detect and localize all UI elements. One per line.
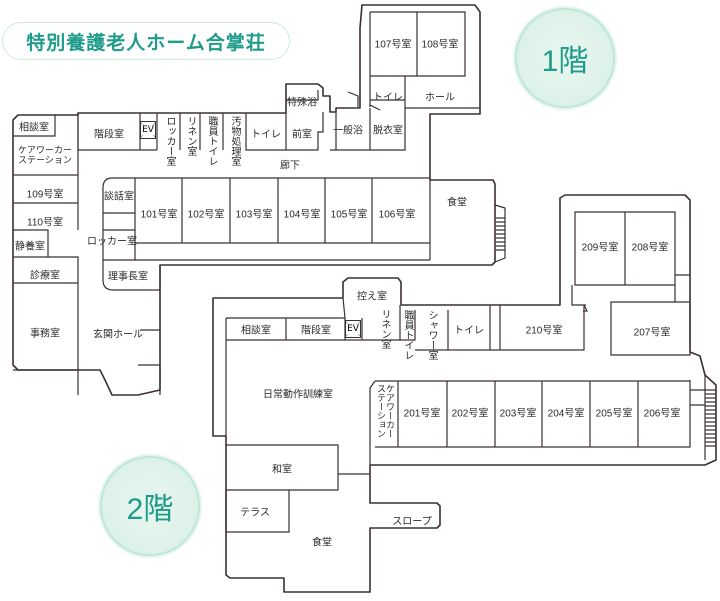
room-1f-locker-2: ロッカー室 [87,236,137,248]
room-2f-shower: シャワー室 [426,310,437,360]
room-1f-rest: 静養室 [15,241,45,253]
room-1f-general-bath: 一般浴 [333,125,363,137]
room-106: 106号室 [378,209,416,221]
room-209: 209号室 [581,242,619,254]
room-2f-japanese: 和室 [272,464,292,476]
room-1f-toilet: トイレ [251,129,281,141]
room-109: 109号室 [26,189,64,201]
room-1f-exam: 診療室 [30,270,60,282]
room-1f-linen: リネン室 [185,116,196,156]
room-201: 201号室 [403,408,441,420]
room-1f-stairs: 階段室 [94,129,124,141]
room-2f-waiting: 控え室 [357,291,387,303]
room-2f-training: 日常動作訓練室 [263,389,333,401]
room-108: 108号室 [421,39,459,51]
facility-title-text: 特別養護老人ホーム合掌荘 [26,31,266,54]
room-1f-consult: 相談室 [19,122,49,134]
floor-2-outline [212,194,717,593]
room-2f-dining: 食堂 [312,537,332,549]
room-1f-soiled: 汚物処理室 [229,116,240,166]
room-1f-dressing: 脱衣室 [373,125,403,137]
floor-2-badge: 2階 [102,458,198,554]
room-205: 205号室 [595,408,633,420]
room-2f-toilet: トイレ [454,325,484,337]
room-103: 103号室 [235,209,273,221]
room-1f-corridor: 廊下 [280,160,300,172]
room-210: 210号室 [525,325,563,337]
room-203: 203号室 [499,408,537,420]
facility-title: 特別養護老人ホーム合掌荘 [2,22,290,60]
room-1f-anteroom: 前室 [292,129,312,141]
room-2f-care-station: ケアワーカーステーション [376,384,395,438]
room-1f-lounge: 談話室 [104,191,134,203]
room-204: 204号室 [547,408,585,420]
room-1f-staff-toilet: 職員トイレ [206,116,217,166]
room-1f-special-bath: 特殊浴 [287,97,317,109]
room-2f-consult: 相談室 [241,325,271,337]
room-2f-linen: リネン室 [379,309,390,349]
room-2f-terrace: テラス [240,507,270,519]
room-102: 102号室 [187,209,225,221]
room-107: 107号室 [374,39,412,51]
room-110: 110号室 [27,217,63,229]
room-207: 207号室 [633,327,671,339]
room-1f-toilet-2: トイレ [373,92,403,104]
room-1f-director: 理事長室 [108,271,148,283]
floor-1-badge: 1階 [517,10,613,106]
elevator-label: EV [141,124,155,135]
room-1f-office: 事務室 [30,328,60,340]
room-2f-stairs: 階段室 [301,325,331,337]
floor-1-outline [12,4,496,396]
room-206: 206号室 [643,408,681,420]
room-2f-staff-toilet: 職員トイレ [402,310,413,360]
room-104: 104号室 [283,209,321,221]
room-1f-care-station: ケアワーカーステーション [17,145,72,165]
floor-2-label: 2階 [126,493,174,526]
room-208: 208号室 [631,242,669,254]
room-105: 105号室 [330,209,368,221]
floor-1-label: 1階 [541,45,589,78]
room-1f-hall: ホール [425,92,455,104]
room-1f-locker: ロッカー室 [164,116,175,166]
elevator-icon-2f: EV [345,320,361,338]
room-2f-slope: スロープ [392,516,432,528]
room-101: 101号室 [140,209,178,221]
elevator-icon: EV [140,121,156,139]
room-1f-entrance: 玄関ホール [93,329,143,341]
elevator-label-2f: EV [346,323,360,334]
room-1f-dining: 食堂 [447,197,467,209]
room-202: 202号室 [451,408,489,420]
